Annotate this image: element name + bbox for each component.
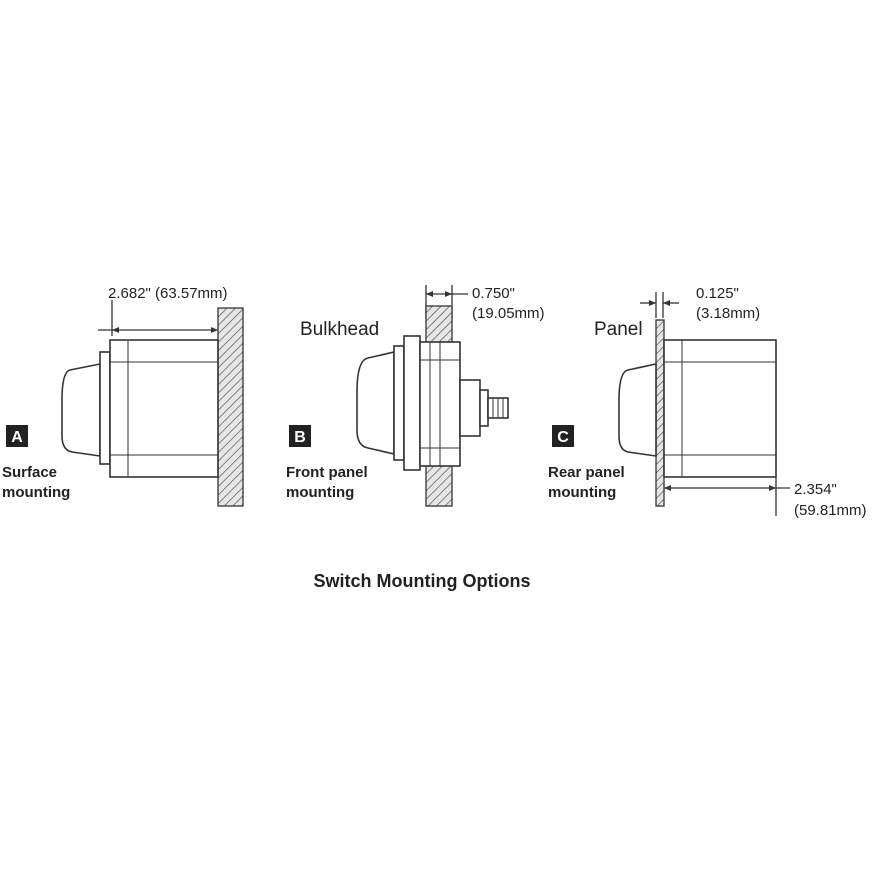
option-b-switch: [356, 335, 509, 471]
option-c-switch: [618, 339, 777, 478]
option-c-badge: [552, 425, 574, 447]
option-a-label-line1: Surface: [2, 464, 57, 481]
option-c-depth-arrow: [664, 477, 790, 516]
option-a-letter: A: [11, 429, 23, 446]
option-c-bottom-dimension-line1: 2.354": [794, 481, 837, 498]
option-a-switch: [61, 339, 219, 478]
option-c-label-line1: Rear panel: [548, 464, 625, 481]
option-c-top-dimension-line2: (3.18mm): [696, 305, 760, 322]
option-b-dimension-line1: 0.750": [472, 285, 515, 302]
option-c-letter: C: [557, 429, 569, 446]
option-c-panel-label: Panel: [594, 319, 643, 340]
option-b-bulkhead-label: Bulkhead: [300, 319, 379, 340]
option-c-panel-thickness-arrow: [640, 292, 679, 318]
option-b-front-panel-mounting: 0.750" (19.05mm) Bulkhead B Front panel …: [286, 285, 545, 507]
option-a-badge: [6, 425, 28, 447]
option-b-label-line1: Front panel: [286, 464, 368, 481]
option-a-dimension-arrow: [98, 300, 218, 336]
diagram-caption: Switch Mounting Options: [314, 571, 531, 591]
option-a-label-line2: mounting: [2, 484, 70, 501]
option-b-dimension-line2: (19.05mm): [472, 305, 545, 322]
option-b-letter: B: [294, 429, 306, 446]
option-b-badge: [289, 425, 311, 447]
option-a-wall: [217, 307, 244, 507]
option-a-dimension-label: 2.682" (63.57mm): [108, 285, 228, 302]
option-c-label-line2: mounting: [548, 484, 616, 501]
option-c-bottom-dimension-line2: (59.81mm): [794, 502, 867, 519]
option-b-label-line2: mounting: [286, 484, 354, 501]
option-c-panel: [655, 319, 665, 507]
option-a-surface-mounting: 2.682" (63.57mm) A Surface mounting: [2, 285, 244, 507]
option-c-rear-panel-mounting: 0.125" (3.18mm) Panel 2.354" (59.81mm) C…: [548, 285, 867, 519]
option-c-top-dimension-line1: 0.125": [696, 285, 739, 302]
